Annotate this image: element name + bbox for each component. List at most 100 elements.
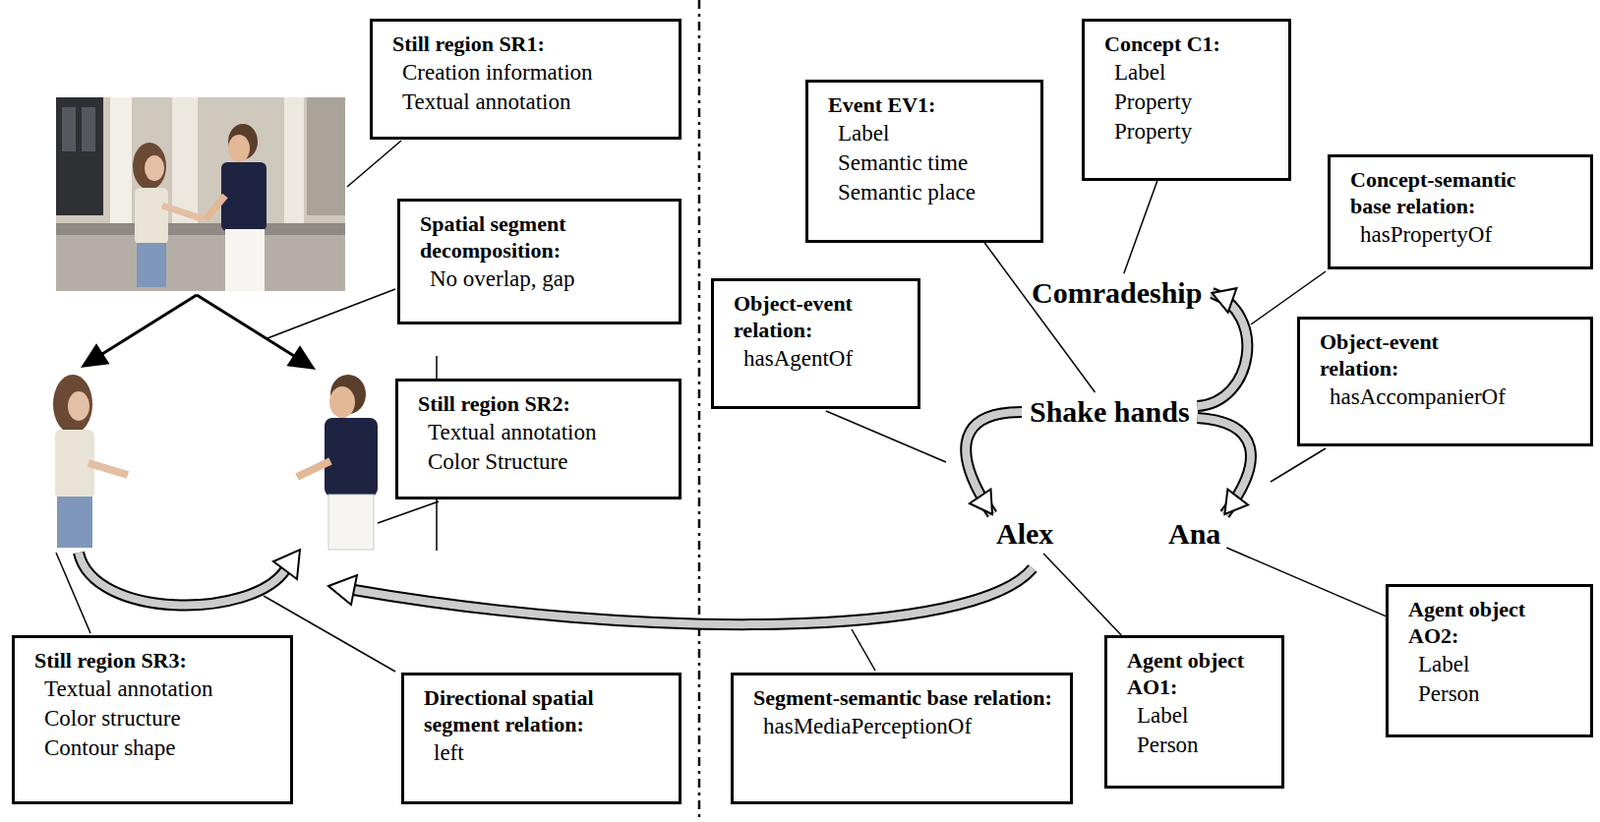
decomposition-arrows: [83, 295, 313, 368]
photo-illustration-part: [81, 107, 96, 152]
photo-illustration-part: [136, 242, 167, 288]
photo-illustration-part: [225, 229, 265, 292]
ribbon-arrowhead: [1211, 288, 1237, 312]
box-heading: Spatial segment decomposition:: [419, 211, 617, 265]
relation-ribbons-part: [354, 568, 1033, 625]
photo-illustration-part: [110, 97, 132, 245]
relation-ribbons-part: [78, 552, 286, 606]
photo-illustration-part: [56, 223, 346, 238]
relation-ribbon-outline: [965, 412, 1022, 515]
description-box: Agent object AO1:LabelPerson: [1104, 635, 1285, 789]
relation-ribbon: [1197, 293, 1248, 407]
girl-figure: [53, 374, 128, 548]
box-heading: Event EV1:: [828, 92, 1029, 119]
box-item: Property: [1104, 117, 1277, 147]
box-item: Person: [1408, 679, 1579, 710]
photo-illustration-part: [56, 235, 346, 292]
photo-illustration-part: [205, 195, 226, 220]
description-box: Concept-semantic base relation:hasProper…: [1327, 154, 1594, 270]
box-item: Textual annotation: [417, 417, 667, 448]
term-label: Alex: [996, 516, 1054, 552]
leader-line: [1043, 553, 1122, 636]
box-item: Person: [1126, 730, 1270, 761]
box-heading: Agent object AO2:: [1408, 596, 1579, 651]
decomposition-arrows-part: [102, 295, 197, 355]
description-box: Still region SR1:Creation informationTex…: [369, 18, 682, 140]
term-label: Shake hands: [1029, 394, 1190, 430]
box-item: Label: [1126, 701, 1270, 731]
box-item: Label: [828, 118, 1029, 149]
description-box: Agent object AO2:LabelPerson: [1385, 584, 1594, 738]
box-heading: Concept C1:: [1104, 31, 1277, 59]
leader-lines-part: [267, 289, 396, 339]
relation-ribbon: [1197, 417, 1251, 515]
leader-line: [1226, 547, 1386, 617]
box-item: hasPropertyOf: [1350, 220, 1579, 250]
box-item: Color Structure: [417, 447, 667, 477]
box-heading: Concept-semantic base relation:: [1350, 167, 1547, 221]
photo-illustration-part: [134, 187, 169, 245]
box-item: Textual annotation: [392, 87, 667, 118]
box-heading: Directional spatial segment relation:: [423, 685, 660, 739]
photo-illustration-part: [221, 162, 267, 232]
leader-lines-part: [377, 501, 439, 524]
description-box: Still region SR3:Textual annotationColor…: [11, 635, 294, 805]
decomposition-arrows-part: [83, 346, 108, 366]
box-item: Creation information: [392, 58, 667, 88]
description-box: Concept C1:LabelPropertyProperty: [1081, 18, 1292, 181]
term-label: Comradeship: [1031, 275, 1202, 311]
man-figure-part: [296, 461, 331, 477]
photo-illustration-part: [228, 134, 250, 163]
photo-illustration-part: [162, 205, 204, 220]
photo-illustration-part: [56, 97, 346, 292]
leader-lines-part: [851, 629, 876, 671]
girl-figure-part: [67, 391, 90, 421]
relation-ribbon-outline: [1197, 293, 1248, 407]
relation-ribbons-part: [78, 552, 286, 606]
relation-ribbons-part: [273, 549, 300, 580]
semantic-term: Ana: [1162, 514, 1227, 554]
photo-illustration-part: [61, 107, 76, 152]
semantic-term: Comradeship: [1025, 273, 1208, 313]
box-item: Property: [1104, 87, 1277, 118]
box-item: No overlap, gap: [419, 264, 667, 295]
box-heading: Agent object AO1:: [1126, 648, 1270, 702]
box-item: Semantic time: [828, 148, 1029, 178]
box-heading: Object-event relation:: [733, 291, 906, 345]
box-item: hasMediaPerceptionOf: [753, 711, 1059, 742]
leader-lines: [56, 140, 1326, 672]
relation-ribbons-part: [354, 568, 1033, 625]
description-box: Directional spatial segment relation:lef…: [401, 672, 682, 805]
man-figure: [296, 374, 378, 550]
ribbon-arrowhead: [1224, 489, 1248, 515]
leader-line: [984, 242, 1095, 393]
leader-lines-part: [347, 140, 402, 187]
photo-illustration-part: [144, 155, 165, 181]
description-box: Spatial segment decomposition:No overlap…: [397, 198, 682, 325]
box-item: Contour shape: [34, 733, 279, 764]
description-box: Still region SR2:Textual annotationColor…: [395, 378, 682, 500]
relation-ribbon: [965, 412, 1022, 515]
leader-lines-part: [826, 411, 947, 463]
relation-ribbon-outline: [1197, 417, 1251, 515]
term-label: Ana: [1168, 516, 1221, 552]
man-figure-part: [324, 417, 378, 497]
description-box: Event EV1:LabelSemantic timeSemantic pla…: [805, 79, 1044, 243]
description-box: Segment-semantic base relation:hasMediaP…: [730, 672, 1073, 805]
photo-illustration-part: [284, 97, 304, 236]
girl-figure-part: [57, 496, 93, 548]
man-figure-part: [329, 386, 356, 418]
box-heading: Segment-semantic base relation:: [753, 685, 1059, 712]
box-heading: Still region SR2:: [417, 391, 667, 418]
description-box: Object-event relation:hasAgentOf: [711, 278, 921, 410]
box-item: Color structure: [34, 704, 279, 734]
divider-line: [698, 0, 702, 822]
box-item: Semantic place: [828, 177, 1029, 208]
leader-line: [1124, 180, 1158, 274]
semantic-term: Shake hands: [1023, 392, 1196, 432]
box-item: Textual annotation: [34, 674, 279, 705]
box-item: left: [423, 738, 667, 769]
box-item: hasAccompanierOf: [1319, 382, 1579, 413]
photo-illustration: [56, 97, 346, 292]
man-figure-part: [328, 494, 374, 550]
